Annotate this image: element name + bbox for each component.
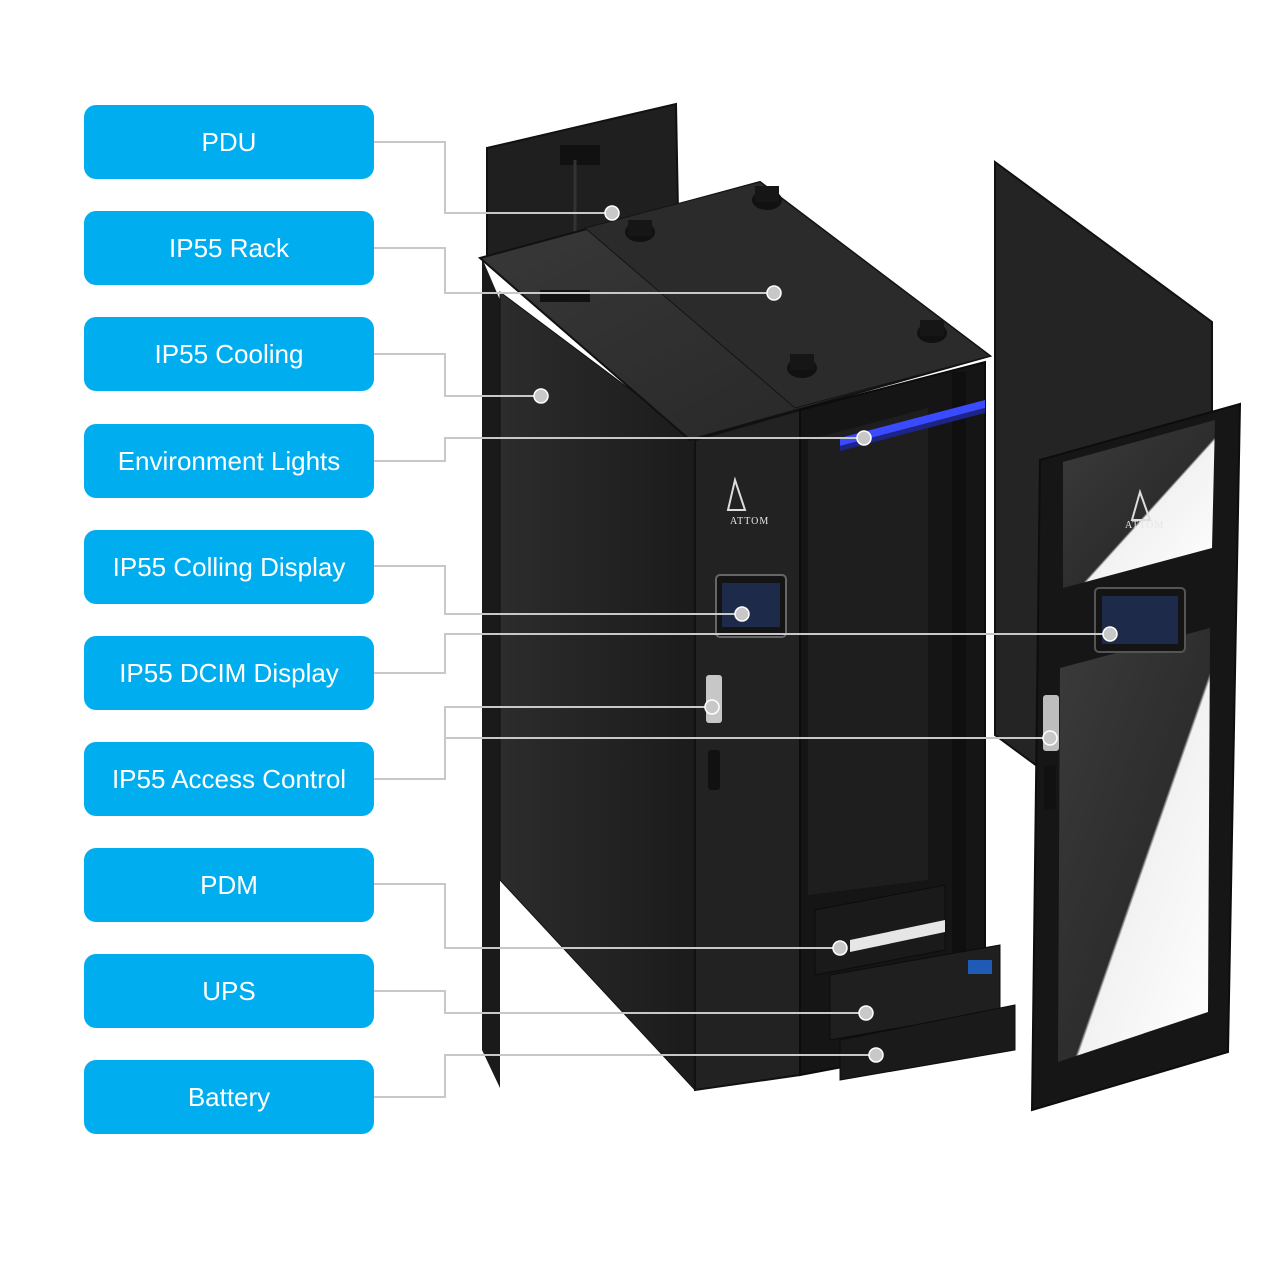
brand-logo-glass-door: ATTOM: [1125, 520, 1165, 531]
label-ups[interactable]: UPS: [84, 954, 374, 1028]
label-environment-lights[interactable]: Environment Lights: [84, 424, 374, 498]
dot-pdu: [604, 205, 620, 221]
top-cable-glands: [625, 186, 947, 378]
leader-line-access-control: [374, 706, 712, 780]
leader-lines: [374, 141, 1110, 1098]
dot-environment-lights: [856, 430, 872, 446]
rack-top: [477, 180, 993, 442]
leader-line-battery: [374, 1054, 876, 1098]
leader-line-ip55-rack: [374, 247, 774, 294]
dot-battery: [868, 1047, 884, 1063]
label-pdm[interactable]: PDM: [84, 848, 374, 922]
dot-access-control-2: [1042, 730, 1058, 746]
rack-left-side: [482, 258, 696, 1092]
dot-dcim-display: [1102, 626, 1118, 642]
label-ip55-dcim-display[interactable]: IP55 DCIM Display: [84, 636, 374, 710]
label-battery[interactable]: Battery: [84, 1060, 374, 1134]
open-glass-door: [1030, 402, 1242, 1112]
label-ip55-rack[interactable]: IP55 Rack: [84, 211, 374, 285]
environment-light-strip: [840, 400, 985, 451]
dot-ip55-cooling: [533, 388, 549, 404]
dot-ups: [858, 1005, 874, 1021]
leader-dots: [533, 205, 1118, 1063]
dot-colling-display: [734, 606, 750, 622]
label-ip55-colling-display[interactable]: IP55 Colling Display: [84, 530, 374, 604]
leader-line-environment-lights: [374, 437, 864, 462]
leader-line-ups: [374, 990, 866, 1014]
rack-front-door: [694, 408, 801, 1092]
leader-line-pdu: [374, 141, 612, 214]
leader-line-dcim-display: [374, 633, 1110, 674]
brand-logo-front-door: ATTOM: [730, 516, 770, 527]
label-pdu[interactable]: PDU: [84, 105, 374, 179]
leader-line-ip55-cooling: [374, 353, 541, 397]
label-ip55-access-control[interactable]: IP55 Access Control: [84, 742, 374, 816]
label-ip55-cooling[interactable]: IP55 Cooling: [84, 317, 374, 391]
dot-ip55-rack: [766, 285, 782, 301]
dot-pdm: [832, 940, 848, 956]
leader-line-pdm: [374, 883, 840, 949]
dot-access-control-1: [704, 699, 720, 715]
leader-line-colling-display: [374, 565, 742, 615]
